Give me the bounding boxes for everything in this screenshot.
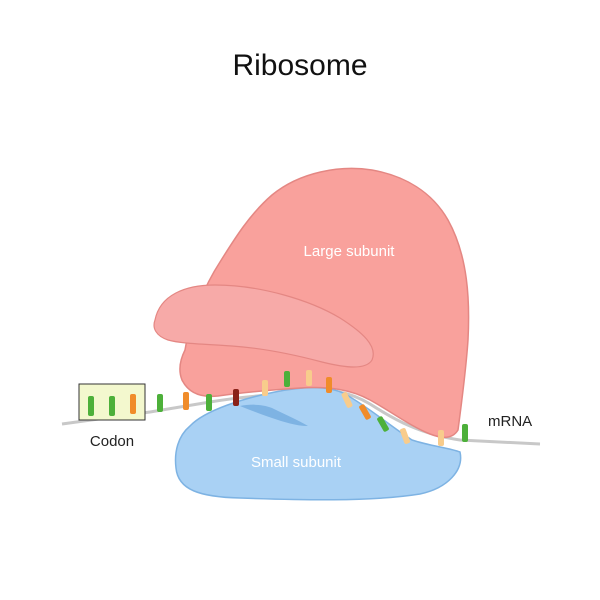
nucleotide bbox=[306, 370, 312, 386]
mrna-label: mRNA bbox=[488, 413, 532, 430]
nucleotide bbox=[377, 416, 389, 432]
nucleotide bbox=[206, 394, 212, 411]
nucleotide bbox=[284, 371, 290, 387]
nucleotide bbox=[109, 396, 115, 416]
large-subunit-label: Large subunit bbox=[304, 243, 396, 260]
nucleotide bbox=[400, 428, 410, 444]
nucleotide bbox=[359, 404, 371, 420]
nucleotide bbox=[88, 396, 94, 416]
diagram-title: Ribosome bbox=[232, 49, 367, 82]
codon-nucleotides bbox=[88, 394, 136, 416]
nucleotide bbox=[341, 392, 353, 408]
nucleotides-inner bbox=[183, 370, 444, 446]
nucleotide bbox=[326, 377, 332, 393]
nucleotide bbox=[438, 430, 444, 446]
nucleotide bbox=[462, 424, 468, 442]
nucleotide bbox=[130, 394, 136, 414]
nucleotide bbox=[262, 380, 268, 396]
nucleotide bbox=[157, 394, 163, 412]
codon-label: Codon bbox=[90, 433, 134, 450]
nucleotide bbox=[183, 392, 189, 410]
large-subunit-lobe bbox=[153, 284, 374, 368]
exit-channel bbox=[240, 404, 308, 426]
small-subunit-label: Small subunit bbox=[251, 454, 342, 471]
nucleotide bbox=[233, 389, 239, 406]
